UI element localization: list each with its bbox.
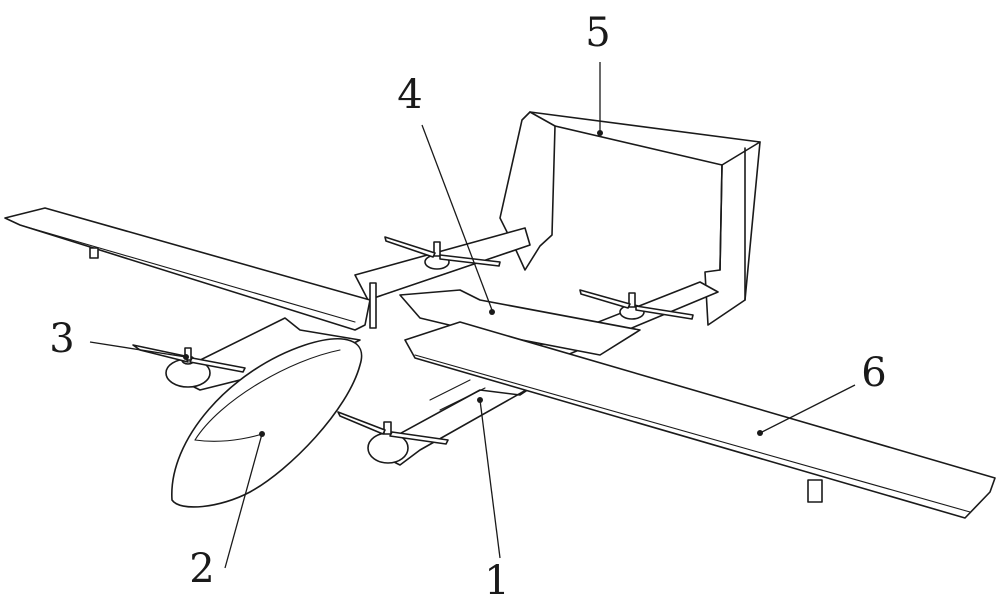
label-3: 3 xyxy=(49,316,74,362)
label-6: 6 xyxy=(861,350,886,396)
label-2: 2 xyxy=(189,546,214,592)
mast xyxy=(369,282,377,329)
right-wing xyxy=(404,321,996,519)
rear-rotors xyxy=(384,236,694,320)
central-body xyxy=(399,289,641,356)
label-4: 4 xyxy=(397,72,422,118)
right-lower-pod xyxy=(337,379,536,466)
label-5: 5 xyxy=(585,10,610,56)
label-1: 1 xyxy=(484,558,509,604)
leader-lines xyxy=(89,62,856,569)
left-wing xyxy=(4,207,371,331)
tail-frame xyxy=(499,111,761,326)
leader-dots xyxy=(183,130,763,437)
